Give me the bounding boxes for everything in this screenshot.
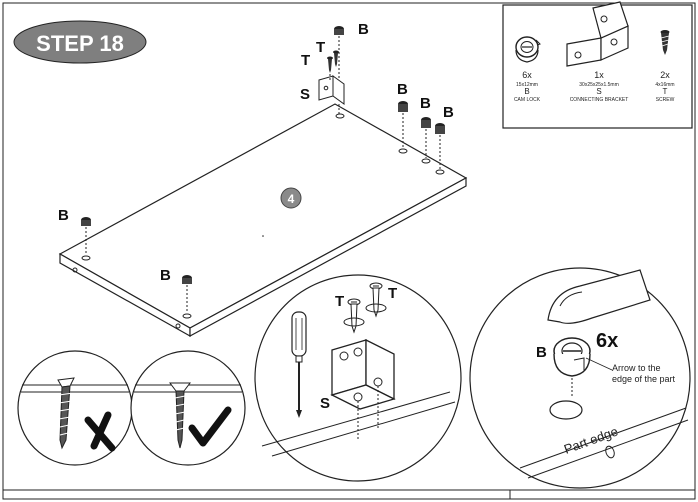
bracket-detail: T T S [254,274,462,482]
cam-note-line2: edge of the part [612,374,676,384]
arrow-leader [585,357,613,371]
part-s-size: 30x25x25x1.5mm [579,82,618,88]
label-b: B [397,81,408,98]
correct-screw-detail [130,350,246,466]
connecting-bracket-icon [566,1,629,67]
part-b-name: CAM LOCK [514,97,541,103]
cam-lock-icon [334,26,344,80]
label-t: T [316,39,325,56]
part-t-letter: T [663,87,668,96]
screw-icon [57,377,75,450]
part-b-qty: 6x [522,70,532,80]
connecting-bracket-icon [330,338,396,440]
label-s: S [300,86,310,103]
part-s-qty: 1x [594,70,604,80]
cam-lock-icon [515,36,541,63]
step-title: STEP 18 [36,31,124,56]
screw-icon [365,282,387,318]
check-icon [188,406,232,447]
screw-icon [660,30,670,55]
detail-label-t-right: T [388,285,397,302]
cam-lock-icon [398,101,408,154]
cam-lock-icon [421,117,431,164]
part-t-name: SCREW [656,97,675,103]
screw-icon [169,382,191,449]
cam-detail-label-b: B [536,344,547,361]
detail-label-t-left: T [335,293,344,310]
cross-icon [84,411,116,452]
detail-label-s: S [320,395,330,412]
part-b-size: 15x12mm [516,82,538,88]
part-s-letter: S [596,87,601,96]
screw-icon [327,56,333,80]
cam-note-line1: Arrow to the [612,363,661,373]
step-badge: STEP 18 [13,20,147,64]
part-t-size: 4x16mm [655,82,674,88]
cam-lock-icon [81,217,91,261]
screw-icon [333,50,339,67]
cam-lock-detail: B 6x Arrow to the edge of the part Part … [469,267,691,489]
panel-number-badge: 4 [280,187,302,209]
part-b-letter: B [524,87,529,96]
cam-lock-icon [182,275,192,319]
parts-box: 6x 15x12mm B CAM LOCK 1x 30x25x25x1.5mm … [502,1,693,129]
cam-lock-icon [435,123,445,175]
label-b: B [443,104,454,121]
label-b: B [58,207,69,224]
part-s-name: CONNECTING BRACKET [570,97,629,103]
screw-icon [343,298,365,334]
panel-number: 4 [288,192,295,206]
panel-bracket [318,75,345,119]
screwdriver-icon [291,311,307,418]
finger-icon [547,269,651,324]
label-b: B [420,95,431,112]
part-t-qty: 2x [660,70,670,80]
label-b: B [160,267,171,284]
label-t: T [301,52,310,69]
panel-cam-locks [81,26,445,319]
wrong-screw-detail [17,350,133,466]
cam-detail-qty: 6x [596,330,618,352]
label-b: B [358,21,369,38]
panel-board [58,103,468,338]
cam-lock-icon [553,337,591,398]
